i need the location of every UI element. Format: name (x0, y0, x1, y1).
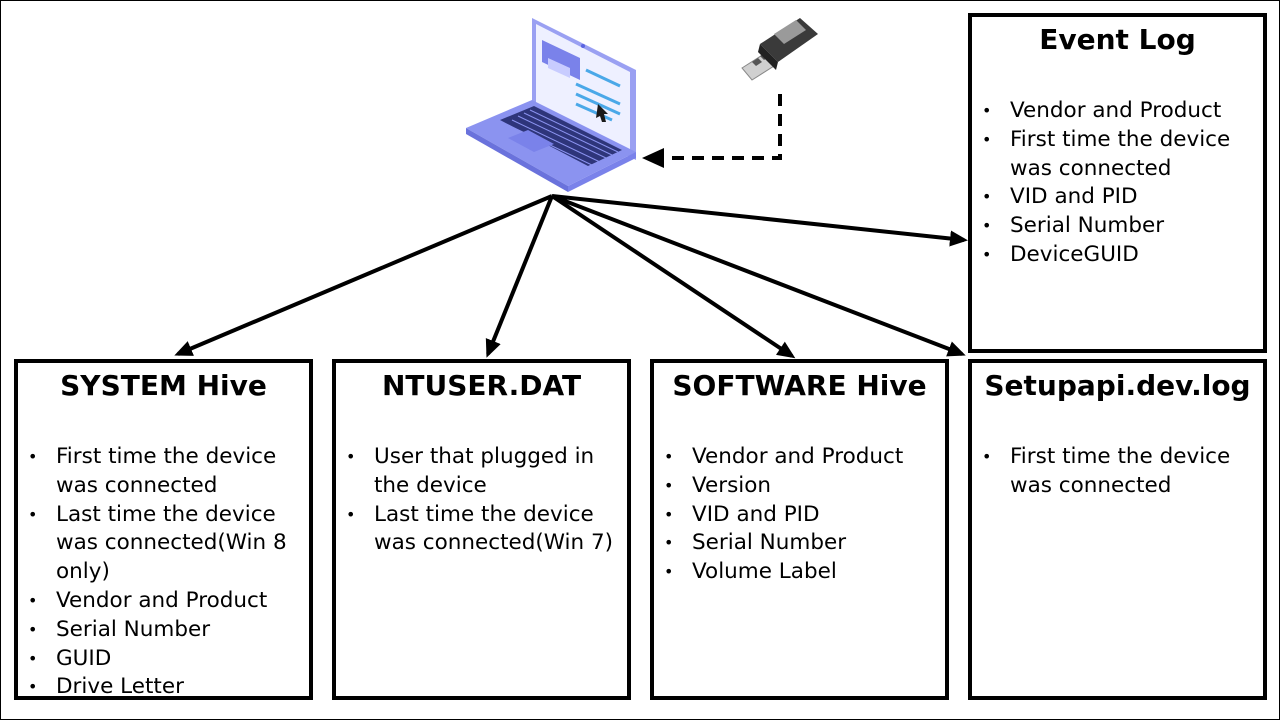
event-log-title: Event Log (1039, 23, 1196, 56)
list-item: Drive Letter (18, 673, 309, 702)
software-hive-title: SOFTWARE Hive (672, 369, 927, 402)
system-hive-title: SYSTEM Hive (60, 369, 267, 402)
ntuser-list: User that plugged in the device Last tim… (336, 443, 627, 558)
list-item: GUID (18, 645, 309, 674)
system-hive-box: SYSTEM Hive First time the device was co… (14, 359, 313, 702)
software-hive-box: SOFTWARE Hive Vendor and Product Version… (650, 359, 949, 700)
list-item: Vendor and Product (654, 443, 945, 472)
list-item: First time the device was connected (972, 126, 1263, 184)
list-item: Version (654, 472, 945, 501)
arrow-to-setupapi (551, 194, 966, 357)
usb-connection-line (660, 94, 782, 160)
list-item: First time the device was connected (18, 443, 309, 501)
list-item: Last time the device was connected(Win 7… (336, 501, 627, 559)
system-hive-list: First time the device was connected Last… (18, 443, 309, 702)
list-item: Serial Number (18, 616, 309, 645)
arrow-to-ntuser (485, 195, 554, 358)
list-item: Vendor and Product (972, 97, 1263, 126)
event-log-list: Vendor and Product First time the device… (972, 97, 1263, 270)
ntuser-box: NTUSER.DAT User that plugged in the devi… (332, 359, 631, 700)
list-item: Serial Number (972, 212, 1263, 241)
event-log-box: Event Log Vendor and Product First time … (968, 13, 1267, 353)
list-item: VID and PID (654, 501, 945, 530)
usb-connection-arrowhead (642, 148, 664, 168)
setupapi-box: Setupapi.dev.log First time the device w… (968, 359, 1267, 700)
arrow-to-software-hive (550, 194, 796, 359)
arrow-to-system-hive (174, 194, 553, 356)
list-item: DeviceGUID (972, 241, 1263, 270)
list-item: First time the device was connected (972, 443, 1263, 501)
software-hive-list: Vendor and Product Version VID and PID S… (654, 443, 945, 587)
list-item: Vendor and Product (18, 587, 309, 616)
ntuser-title: NTUSER.DAT (381, 369, 582, 402)
arrow-to-event-log (551, 194, 968, 247)
setupapi-title: Setupapi.dev.log (984, 369, 1251, 402)
list-item: Serial Number (654, 529, 945, 558)
usb-drive-icon (741, 18, 818, 81)
list-item: Last time the device was connected(Win 8… (18, 501, 309, 587)
list-item: VID and PID (972, 183, 1263, 212)
setupapi-list: First time the device was connected (972, 443, 1263, 501)
list-item: Volume Label (654, 558, 945, 587)
laptop-icon (466, 18, 636, 192)
list-item: User that plugged in the device (336, 443, 627, 501)
